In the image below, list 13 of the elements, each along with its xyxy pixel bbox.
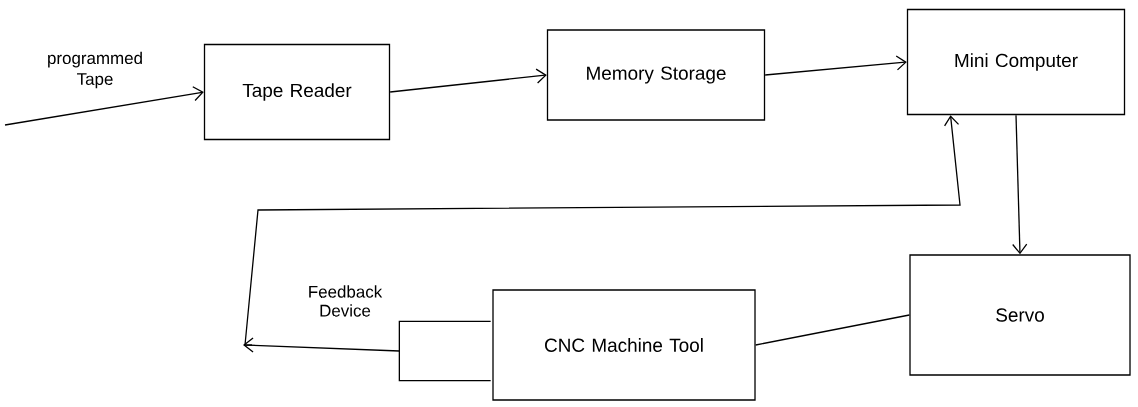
arrow xyxy=(243,115,961,353)
arrow xyxy=(4,86,204,126)
process-box: Memory Storage xyxy=(546,29,766,121)
process-box: Mini Computer xyxy=(906,8,1126,116)
feedback-device-box: Feedback Device xyxy=(309,285,492,382)
process-box: Tape Reader xyxy=(203,43,391,141)
arrow xyxy=(389,68,547,93)
process-box: Servo xyxy=(909,254,1131,376)
process-box: CNC Machine Tool xyxy=(492,289,756,401)
connector-line xyxy=(755,314,910,346)
edge-label: programmed Tape xyxy=(48,51,142,89)
arrow xyxy=(1012,114,1028,255)
arrow xyxy=(764,55,907,76)
